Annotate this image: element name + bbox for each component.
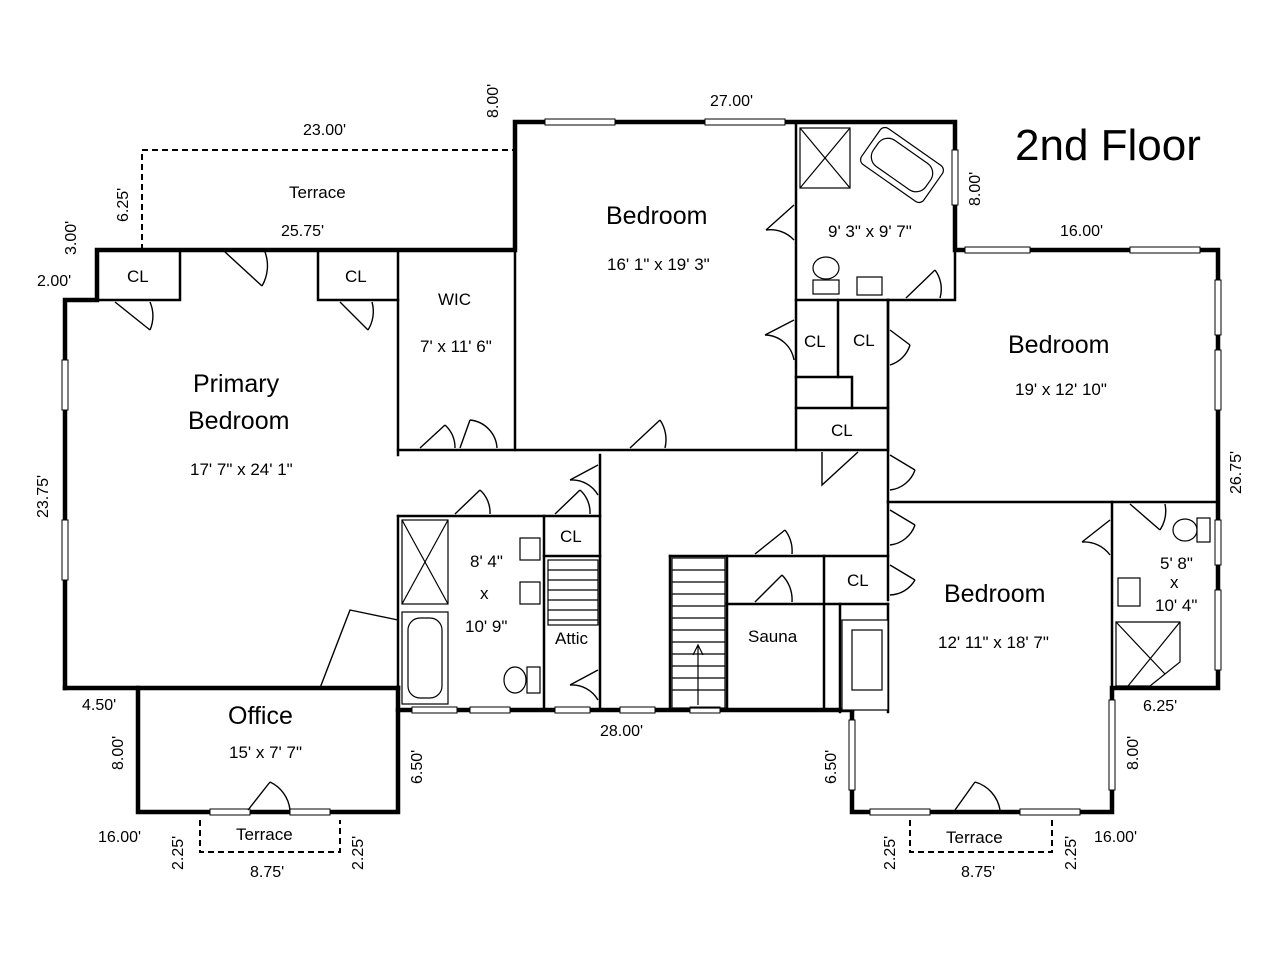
primary-bedroom-label: Primary: [193, 370, 280, 398]
dimension-labels: 23.00' 8.00' 27.00' 6.25' 3.00' 2.00' 25…: [35, 84, 1245, 881]
wic-label: WIC: [438, 290, 471, 309]
dimension-label: 6.50': [409, 750, 426, 784]
dimension-label: 8.00': [1125, 736, 1142, 770]
primary-bath-size-line1: 8' 4": [470, 552, 503, 571]
primary-bedroom-label-line2: Bedroom: [188, 407, 289, 435]
closet-label: CL: [804, 332, 826, 351]
southeast-bath-size-line3: 10' 4": [1155, 596, 1197, 615]
dimension-label: 26.75': [1228, 451, 1245, 494]
north-bedroom-size: 16' 1" x 19' 3": [607, 255, 710, 274]
southeast-bedroom-size: 12' 11" x 18' 7": [938, 633, 1049, 652]
dimension-label: 8.75': [961, 864, 995, 881]
closet-label: CL: [345, 267, 367, 286]
bath-fixtures: [401, 126, 1211, 711]
office-label: Office: [228, 702, 293, 730]
attic-label: Attic: [555, 629, 589, 648]
southeast-bath-size-line2: x: [1170, 573, 1179, 592]
dimension-label: 6.25': [1143, 698, 1177, 715]
dimension-label: 2.25': [350, 836, 367, 870]
windows: [61, 118, 1222, 816]
dimension-label: 8.00': [110, 736, 127, 770]
dimension-label: 2.25': [170, 836, 187, 870]
dimension-label: 16.00': [98, 829, 141, 846]
dimension-label: 16.00': [1060, 223, 1103, 240]
room-labels: Primary Bedroom 17' 7" x 24' 1" Bedroom …: [188, 183, 1197, 847]
stairs: [547, 557, 726, 709]
north-bath-size: 9' 3" x 9' 7": [828, 222, 912, 241]
interior-walls: [95, 120, 1220, 714]
primary-bath-size-line3: 10' 9": [465, 617, 507, 636]
sauna-label: Sauna: [748, 627, 798, 646]
closet-label: CL: [127, 267, 149, 286]
primary-bath-size-line2: x: [480, 584, 489, 603]
dimension-label: 8.00': [485, 84, 502, 118]
dimension-label: 2.00': [37, 273, 71, 290]
dimension-label: 23.00': [303, 122, 346, 139]
doors: [114, 204, 1167, 811]
dimension-label: 4.50': [82, 697, 116, 714]
closet-labels: CL CL CL CL CL CL CL: [127, 267, 875, 590]
floor-title: 2nd Floor: [1015, 121, 1201, 170]
closet-label: CL: [853, 331, 875, 350]
dimension-label: 2.25': [1063, 836, 1080, 870]
terrace-bedroom-label: Terrace: [946, 828, 1003, 847]
dimension-label: 16.00': [1094, 829, 1137, 846]
dimension-label: 6.25': [115, 188, 132, 222]
southeast-bath-size-line1: 5' 8": [1160, 554, 1193, 573]
closet-label: CL: [831, 421, 853, 440]
terrace-office-label: Terrace: [236, 825, 293, 844]
dimension-label: 25.75': [281, 223, 324, 240]
dimension-label: 3.00': [63, 221, 80, 255]
terrace-top-label: Terrace: [289, 183, 346, 202]
east-bedroom-size: 19' x 12' 10": [1015, 380, 1107, 399]
closet-label: CL: [847, 571, 869, 590]
dimension-label: 8.00': [967, 172, 984, 206]
dimension-label: 8.75': [250, 864, 284, 881]
dimension-label: 23.75': [35, 475, 52, 518]
wic-size: 7' x 11' 6": [420, 337, 492, 356]
dimension-label: 27.00': [710, 93, 753, 110]
dimension-label: 2.25': [882, 836, 899, 870]
terrace-outlines: [141, 149, 1053, 853]
office-size: 15' x 7' 7": [229, 743, 302, 762]
dimension-label: 6.50': [823, 750, 840, 784]
north-bedroom-label: Bedroom: [606, 202, 707, 230]
dimension-label: 28.00': [600, 723, 643, 740]
southeast-bedroom-label: Bedroom: [944, 580, 1045, 608]
east-bedroom-label: Bedroom: [1008, 331, 1109, 359]
primary-bedroom-size: 17' 7" x 24' 1": [190, 460, 293, 479]
closet-label: CL: [560, 527, 582, 546]
